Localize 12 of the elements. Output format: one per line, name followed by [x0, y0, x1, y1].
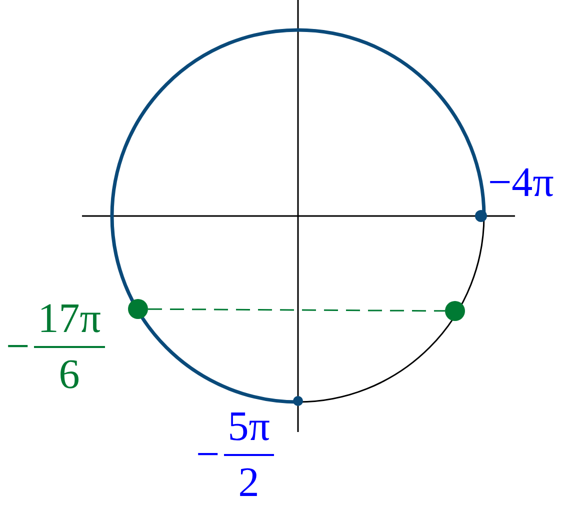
fraction-numerator: 17π	[36, 298, 102, 340]
point-marker	[293, 396, 303, 406]
minus-sign: −	[6, 326, 30, 368]
fraction-denominator: 6	[58, 354, 81, 396]
minus-sign: −	[196, 434, 220, 476]
fraction-denominator: 2	[237, 462, 260, 504]
dashed-line	[148, 308, 445, 312]
point-marker	[445, 301, 465, 321]
point-label: −4π	[488, 162, 554, 204]
fraction-numerator: 5π	[226, 406, 271, 448]
point-marker	[475, 210, 487, 222]
point-marker	[128, 299, 148, 319]
